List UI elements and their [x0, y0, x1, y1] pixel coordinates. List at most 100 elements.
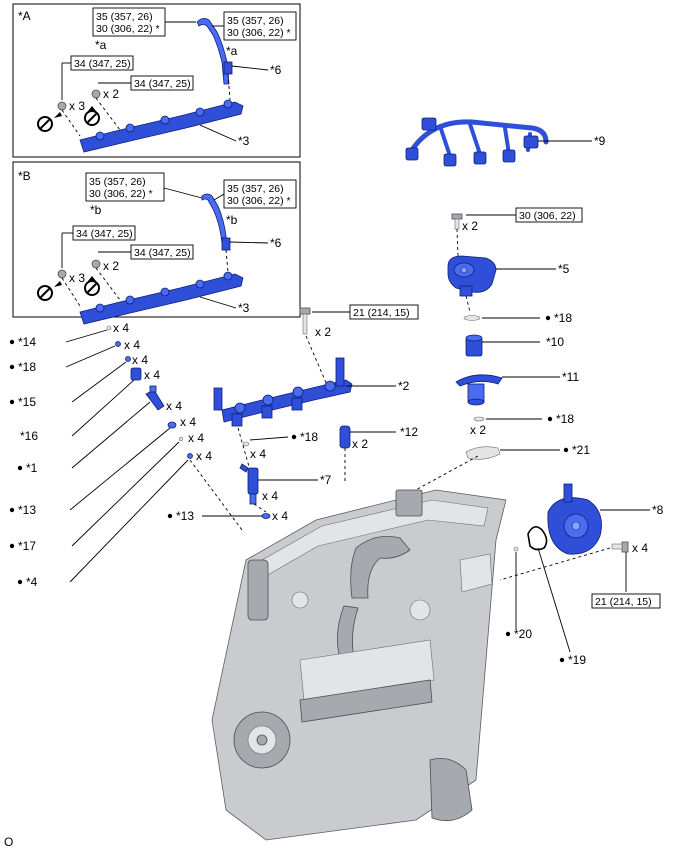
inset-a-torque-right-line1: 35 (357, 26) [227, 15, 284, 27]
inset-b-bolt1 [57, 269, 67, 279]
part-16-marker [130, 367, 142, 381]
dowel-pin [513, 546, 519, 552]
part-label-15: *15 [18, 395, 36, 409]
q7-qty: x 4 [262, 489, 278, 503]
o-ring-18c [242, 441, 250, 447]
inset-b: *B 35 (357, 26) 30 (306, 22) * *b 35 (35… [12, 161, 301, 325]
part-label-7: *7 [320, 473, 332, 487]
inset-a-torque-box-left [92, 7, 166, 37]
pump-bolt [451, 213, 463, 230]
inset-b-qty-bolt1: x 3 [69, 271, 85, 285]
part-label-2: *2 [398, 379, 410, 393]
part-label-11: *11 [562, 370, 579, 384]
part-13a-marker [167, 421, 177, 429]
inset-a-bolt1 [57, 101, 67, 111]
part-15-marker [125, 356, 131, 362]
rail-spacer [339, 425, 351, 449]
q15-qty: x 4 [132, 353, 148, 367]
engine-assembly [211, 489, 507, 841]
q14-qty: x 4 [113, 321, 129, 335]
inset-b-part-6: *6 [270, 236, 282, 250]
inset-b-bolt2 [91, 259, 101, 269]
part-17-marker [178, 436, 184, 442]
vacuum-bolt-torque: 21 (214, 15) [595, 596, 652, 608]
inset-a-no-reuse-icon-1 [37, 112, 62, 132]
inset-b-torque-bolt2: 34 (347, 25) [134, 247, 191, 259]
figure-code: O [4, 835, 13, 849]
part-label-19: *19 [568, 653, 586, 667]
inset-b-torque-right-line1: 35 (357, 26) [227, 183, 284, 195]
inset-b-no-reuse-icon-2 [84, 276, 100, 296]
q13b-qty: x 4 [272, 509, 288, 523]
part-label-9: *9 [594, 134, 606, 148]
part-label-17: *17 [18, 539, 36, 553]
vacuum-bolt-qty: x 4 [632, 541, 648, 555]
inset-a-pipe-sub-label: *a [226, 44, 238, 58]
part-18d-marker [115, 341, 121, 347]
part-4-marker [187, 453, 193, 459]
inset-a-qty-bolt1: x 3 [69, 99, 85, 113]
part-label-18b: *18 [556, 412, 574, 426]
o-ring-18a [463, 315, 481, 321]
inset-a-frame [12, 3, 301, 158]
q16-qty: x 4 [144, 368, 160, 382]
part-label-21: *21 [572, 443, 590, 457]
inset-a-pipe-nut [223, 61, 233, 75]
vacuum-pump [547, 483, 602, 555]
pump-lifter [465, 334, 483, 357]
part-14-marker [106, 325, 112, 331]
rail-bolt-qty: x 2 [315, 325, 331, 339]
part-label-16: *16 [20, 429, 38, 443]
pump-bolt-qty: x 2 [462, 219, 478, 233]
q13a-qty: x 4 [180, 415, 196, 429]
part-label-13a: *13 [18, 503, 36, 517]
rail-bolt-torque: 21 (214, 15) [353, 307, 410, 319]
part-label-20: *20 [514, 627, 532, 641]
inset-b-qty-bolt2: x 2 [103, 259, 119, 273]
q1-qty: x 4 [166, 399, 182, 413]
rail-bolt-torque-box [349, 304, 419, 320]
lifter-bottom-qty: x 2 [470, 423, 486, 437]
inset-a-sub-label: *a [95, 38, 107, 52]
wire-harness [405, 117, 549, 167]
q4-qty: x 4 [196, 449, 212, 463]
inset-b-no-reuse-icon-1 [37, 281, 62, 301]
injector-seal-13b [261, 513, 271, 519]
inset-b-sub-label: *b [90, 203, 102, 217]
pump-housing [455, 374, 503, 406]
inset-a-fuel-pipe [196, 18, 230, 85]
o-ring-18b [473, 416, 485, 422]
inset-a: *A 35 (357, 26) 30 (306, 22) * *a 35 (35… [12, 3, 301, 158]
q17-qty: x 4 [188, 431, 204, 445]
part-label-5: *5 [558, 262, 570, 276]
q18c-qty: x 4 [250, 447, 266, 461]
vacuum-pump-bolt [611, 541, 629, 553]
part-label-13b: *13 [176, 509, 194, 523]
inset-a-torque-left-line1: 35 (357, 26) [96, 11, 153, 23]
q18d-qty: x 4 [124, 338, 140, 352]
inset-a-torque-right-line2: 30 (306, 22) * [227, 27, 291, 39]
spacer-qty: x 2 [352, 437, 368, 451]
inset-b-pipe-nut [221, 237, 231, 251]
vacuum-bolt-torque-box [591, 593, 661, 609]
part-label-14: *14 [18, 335, 36, 349]
part-1-marker [145, 385, 165, 411]
inset-a-bolt2 [91, 89, 101, 99]
inset-a-title: *A [18, 9, 31, 23]
part-label-18d: *18 [18, 360, 36, 374]
inset-b-torque-right-line2: 30 (306, 22) * [227, 195, 291, 207]
part-label-1: *1 [26, 461, 38, 475]
inset-b-torque-box-left [85, 172, 165, 202]
inset-a-qty-bolt2: x 2 [103, 87, 119, 101]
inset-a-part-3: *3 [238, 134, 250, 148]
part-label-8: *8 [652, 503, 664, 517]
inset-a-torque-bolt1: 34 (347, 25) [74, 58, 131, 70]
inset-a-torque-box-right [223, 11, 297, 41]
inset-b-part-3: *3 [238, 301, 250, 315]
part-label-18a: *18 [554, 311, 572, 325]
inset-b-torque-left-line1: 35 (357, 26) [89, 176, 146, 188]
fuel-pump [447, 255, 497, 297]
inset-a-no-reuse-icon-2 [84, 106, 100, 126]
part-label-4: *4 [26, 575, 38, 589]
